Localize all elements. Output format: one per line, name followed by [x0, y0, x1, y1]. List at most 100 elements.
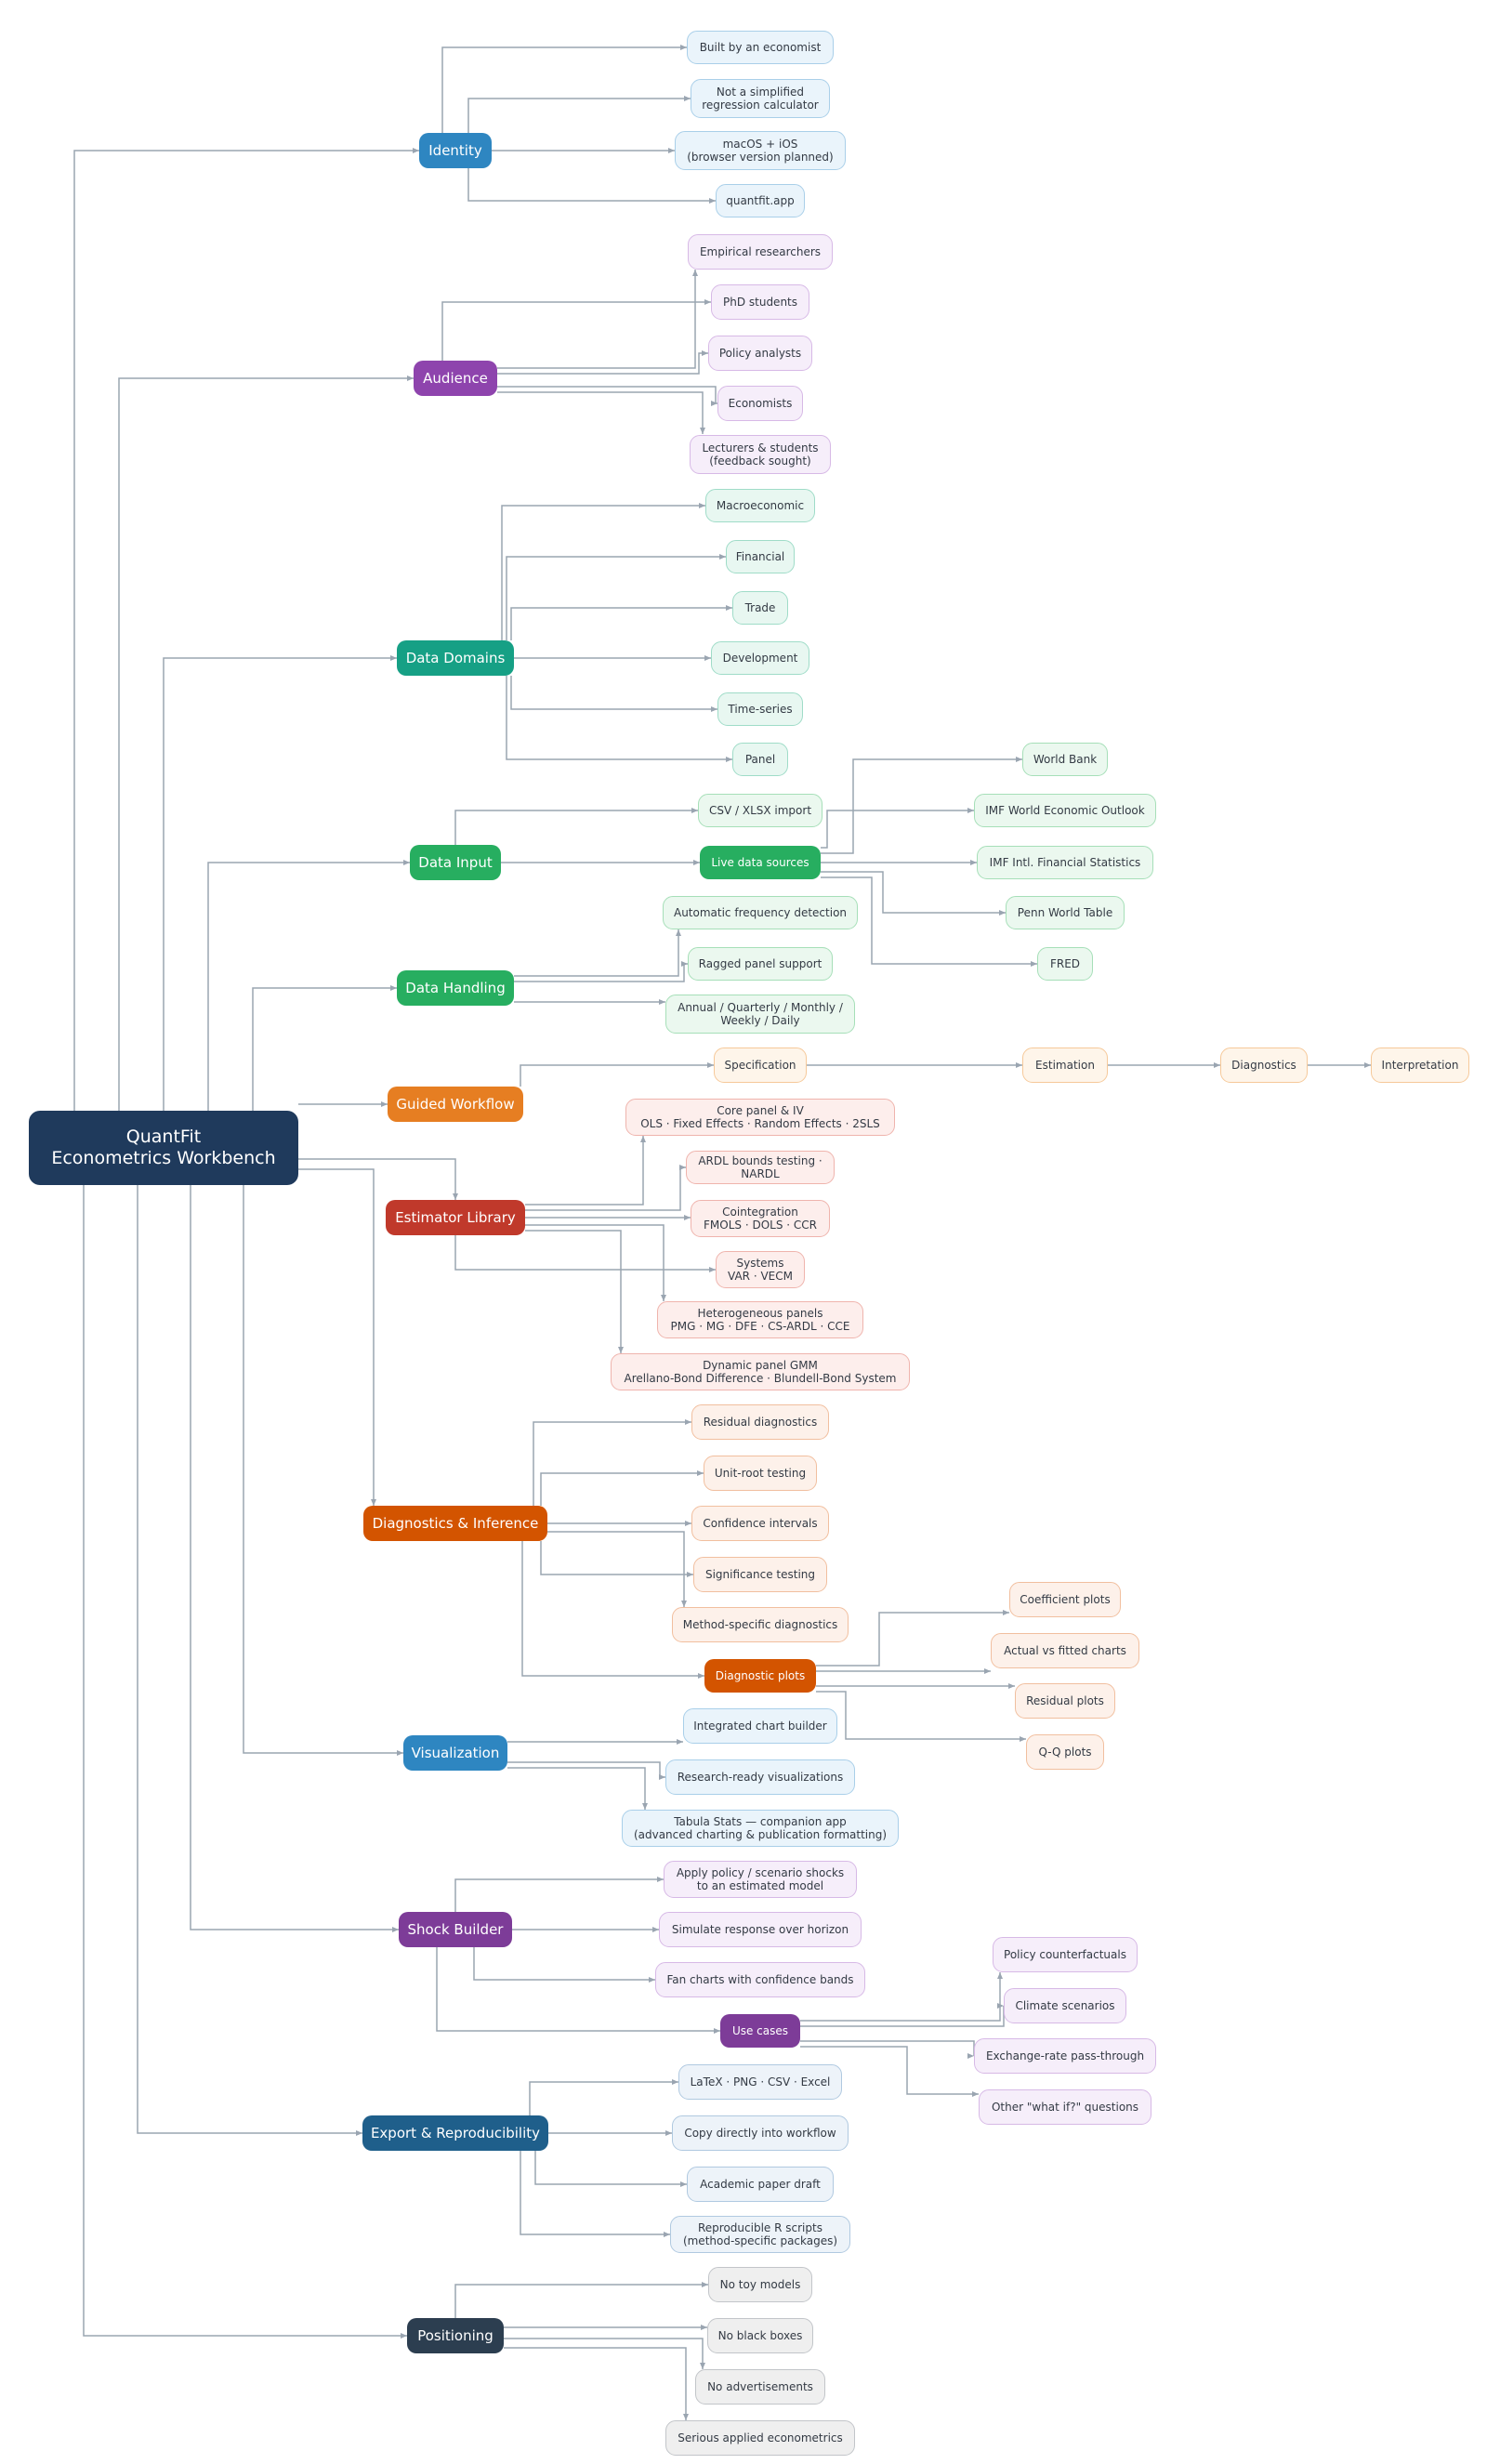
edge-est-4 [525, 1224, 666, 1301]
branch-workflow: Guided Workflow [388, 1087, 523, 1122]
edge-audience-0 [497, 270, 698, 369]
node-serious-applied-econometrics: Serious applied econometrics [665, 2420, 855, 2456]
edge-ucl-0 [800, 1972, 1003, 2022]
edge-ucl-3 [800, 2046, 979, 2097]
edge-root-data_domains [163, 655, 397, 1111]
node-confidence-intervals: Confidence intervals [691, 1506, 829, 1541]
branch-shock: Shock Builder [399, 1912, 512, 1947]
node-live-data-sources: Live data sources [700, 846, 821, 879]
node-simulate-response-over-horizon: Simulate response over horizon [659, 1912, 862, 1947]
node-specification: Specification [714, 1048, 807, 1083]
edge-est-0 [525, 1136, 646, 1206]
edge-dg-4 [547, 1531, 687, 1607]
node-latex-png-csv-excel: LaTeX · PNG · CSV · Excel [678, 2064, 842, 2100]
node-time-series: Time-series [717, 692, 803, 726]
edge-audience-4 [497, 391, 705, 434]
node-tabula-stats-companion-app-advanced-char: Tabula Stats — companion app (advanced c… [622, 1810, 899, 1847]
branch-positioning: Positioning [407, 2318, 504, 2353]
node-dynamic-panel-gmm-arellano-bond-differen: Dynamic panel GMM Arellano-Bond Differen… [611, 1353, 910, 1390]
node-no-black-boxes: No black boxes [707, 2318, 813, 2353]
edge-pl-3 [816, 1691, 1026, 1742]
edge-dg-3 [540, 1541, 693, 1577]
node-trade: Trade [732, 591, 788, 625]
edge-dh-1 [514, 961, 688, 982]
node-q-q-plots: Q-Q plots [1026, 1734, 1104, 1770]
node-unit-root-testing: Unit-root testing [704, 1456, 817, 1491]
edge-root-identity [73, 148, 419, 1111]
node-lecturers-students-feedback-sought: Lecturers & students (feedback sought) [690, 435, 831, 474]
edge-ps-0 [454, 2282, 708, 2318]
node-residual-plots: Residual plots [1015, 1683, 1115, 1719]
node-reproducible-r-scripts-method-specific-p: Reproducible R scripts (method-specific … [670, 2216, 850, 2253]
node-empirical-researchers: Empirical researchers [688, 234, 833, 270]
edge-est-1 [525, 1165, 686, 1211]
node-apply-policy-scenario-shocks-to-an-estim: Apply policy / scenario shocks to an est… [664, 1861, 857, 1898]
node-climate-scenarios: Climate scenarios [1004, 1988, 1126, 2023]
node-diagnostics: Diagnostics [1220, 1048, 1308, 1083]
edge-ex-2 [534, 2151, 687, 2187]
branch-diagnostics: Diagnostics & Inference [363, 1506, 547, 1541]
edge-root-estimators [298, 1158, 458, 1200]
edge-live-1 [821, 808, 974, 849]
edge-est-3 [454, 1235, 716, 1272]
edge-dd-2 [510, 605, 732, 640]
branch-data-input: Data Input [410, 845, 501, 880]
edge-root-data_handling [252, 985, 397, 1111]
node-world-bank: World Bank [1022, 743, 1108, 776]
edge-live-4 [821, 876, 1037, 967]
edge-sh-0 [454, 1877, 664, 1912]
edge-ucl-1 [800, 2006, 1007, 2027]
edge-dg-plots [521, 1541, 704, 1679]
edge-identity-1 [467, 96, 691, 133]
edge-root-audience [118, 376, 414, 1111]
edge-sh-uc [436, 1947, 720, 2034]
edge-audience-3 [497, 386, 717, 406]
edge-vz-2 [507, 1767, 648, 1810]
edge-ps-3 [504, 2347, 689, 2420]
edge-data-input-csv [454, 808, 698, 845]
node-exchange-rate-pass-through: Exchange-rate pass-through [974, 2038, 1156, 2074]
edge-wf-0 [520, 1062, 714, 1087]
node-interpretation: Interpretation [1371, 1048, 1469, 1083]
node-policy-counterfactuals: Policy counterfactuals [993, 1937, 1138, 1972]
node-fred: FRED [1037, 947, 1093, 981]
node-heterogeneous-panels-pmg-mg-dfe-cs-ardl-: Heterogeneous panels PMG · MG · DFE · CS… [657, 1301, 863, 1338]
node-academic-paper-draft: Academic paper draft [687, 2167, 834, 2202]
edge-root-export [137, 1185, 362, 2136]
edge-est-5 [525, 1230, 624, 1353]
edge-dd-0 [501, 503, 705, 640]
node-no-advertisements: No advertisements [695, 2369, 825, 2405]
edge-audience-2 [497, 350, 708, 375]
node-not-a-simplified-regression-calculator: Not a simplified regression calculator [691, 79, 830, 118]
node-quantfit-app: quantfit.app [716, 184, 805, 217]
branch-export: Export & Reproducibility [362, 2115, 548, 2151]
node-automatic-frequency-detection: Automatic frequency detection [663, 896, 858, 929]
node-macos-ios-browser-version-planned: macOS + iOS (browser version planned) [675, 131, 846, 170]
branch-visualization: Visualization [403, 1735, 507, 1771]
node-imf-world-economic-outlook: IMF World Economic Outlook [974, 794, 1156, 827]
node-ragged-panel-support: Ragged panel support [688, 947, 833, 981]
edge-dd-5 [506, 676, 732, 762]
edge-sh-2 [473, 1947, 655, 1983]
edge-dg-1 [540, 1470, 704, 1506]
node-coefficient-plots: Coefficient plots [1009, 1582, 1121, 1617]
branch-data-domains: Data Domains [397, 640, 514, 676]
edge-vz-1 [507, 1761, 665, 1780]
branch-audience: Audience [414, 361, 497, 396]
edge-identity-0 [441, 45, 687, 133]
branch-identity: Identity [419, 133, 492, 168]
node-macroeconomic: Macroeconomic [705, 489, 815, 522]
node-built-by-an-economist: Built by an economist [687, 31, 834, 64]
node-use-cases: Use cases [720, 2014, 800, 2048]
node-integrated-chart-builder: Integrated chart builder [683, 1708, 837, 1744]
edge-pl-0 [816, 1610, 1009, 1667]
edge-dh-0 [514, 929, 681, 977]
node-systems-var-vecm: Systems VAR · VECM [716, 1251, 805, 1288]
node-significance-testing: Significance testing [693, 1557, 827, 1592]
node-csv-xlsx-import: CSV / XLSX import [698, 794, 822, 827]
edge-root-positioning [83, 1185, 407, 2339]
node-copy-directly-into-workflow: Copy directly into workflow [672, 2115, 849, 2151]
edge-root-data_input [207, 860, 410, 1111]
node-ardl-bounds-testing-nardl: ARDL bounds testing · NARDL [686, 1151, 835, 1184]
